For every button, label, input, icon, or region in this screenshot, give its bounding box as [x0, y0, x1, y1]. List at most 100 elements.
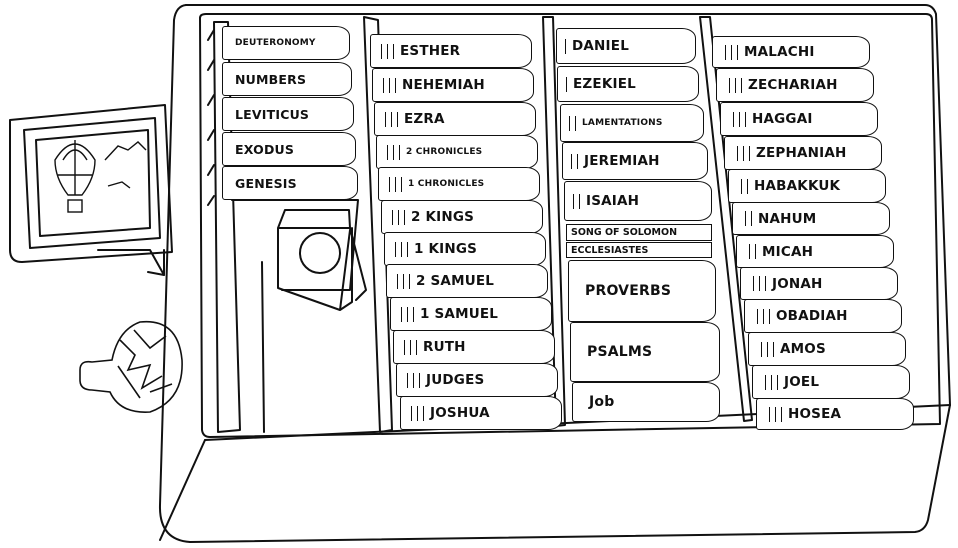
- spine-bands: [749, 244, 756, 259]
- spine-bands: [397, 274, 410, 289]
- book-ecclesiastes: ECCLESIASTES: [566, 242, 712, 258]
- book-leviticus: LEVITICUS: [222, 97, 354, 131]
- book-psalms: PSALMS: [570, 322, 720, 382]
- book-title: JOEL: [784, 374, 819, 390]
- book-title: EXODUS: [235, 142, 294, 157]
- book-title: DANIEL: [572, 38, 629, 54]
- spine-bands: [745, 211, 752, 226]
- book-exodus: EXODUS: [222, 132, 356, 166]
- book-title: EZEKIEL: [573, 76, 636, 92]
- spine-bands: [385, 112, 398, 127]
- book-title: ZECHARIAH: [748, 77, 838, 93]
- book-2-kings: 2 KINGS: [381, 200, 543, 234]
- book-micah: MICAH: [736, 235, 894, 268]
- spine-bands: [753, 276, 766, 291]
- book-joel: JOEL: [752, 365, 910, 399]
- book-title: ZEPHANIAH: [756, 145, 847, 161]
- book-zechariah: ZECHARIAH: [716, 68, 874, 102]
- book-title: LEVITICUS: [235, 107, 309, 122]
- book-title: NUMBERS: [235, 72, 306, 87]
- book-title: JOSHUA: [430, 405, 490, 421]
- book-ezekiel: EZEKIEL: [557, 66, 699, 102]
- book-title: LAMENTATIONS: [582, 118, 663, 128]
- book-amos: AMOS: [748, 332, 906, 366]
- book-title: AMOS: [780, 341, 826, 357]
- book-title: JEREMIAH: [584, 153, 660, 169]
- book-title: HABAKKUK: [754, 178, 840, 194]
- spine-bands: [729, 78, 742, 93]
- book-esther: ESTHER: [370, 34, 532, 68]
- book-jonah: JONAH: [740, 267, 898, 300]
- spine-bands: [737, 146, 750, 161]
- vase-icon: [80, 322, 182, 413]
- book-haggai: HAGGAI: [720, 102, 878, 136]
- book-1-samuel: 1 SAMUEL: [390, 297, 552, 331]
- book-title: RUTH: [423, 339, 466, 355]
- book-title: HAGGAI: [752, 111, 813, 127]
- book-habakkuk: HABAKKUK: [728, 169, 886, 203]
- spine-bands: [407, 373, 420, 388]
- spine-bands: [765, 375, 778, 390]
- left-slot-line: [262, 262, 264, 432]
- spine-bands: [733, 112, 746, 127]
- book-title: PROVERBS: [585, 283, 671, 299]
- book-deuteronomy: DEUTERONOMY: [222, 26, 350, 60]
- book-title: JUDGES: [426, 372, 484, 388]
- book-1-chronicles: 1 CHRONICLES: [378, 167, 540, 201]
- spine-bands: [411, 406, 424, 421]
- book-joshua: JOSHUA: [400, 396, 562, 430]
- book-title: NEHEMIAH: [402, 77, 485, 93]
- book-title: 1 SAMUEL: [420, 306, 498, 322]
- book-ruth: RUTH: [393, 330, 555, 364]
- book-title: Job: [589, 394, 614, 410]
- book-title: DEUTERONOMY: [235, 38, 316, 48]
- book-proverbs: PROVERBS: [568, 260, 716, 322]
- spine-bands: [573, 194, 580, 209]
- book-isaiah: ISAIAH: [564, 181, 712, 221]
- cabinet-front-left: [160, 440, 205, 540]
- spine-bands: [387, 145, 400, 160]
- spine-bands: [571, 154, 578, 169]
- book-2-chronicles: 2 CHRONICLES: [376, 135, 538, 169]
- spine-bands: [395, 242, 408, 257]
- book-title: NAHUM: [758, 211, 816, 227]
- balloon-picture-icon: [55, 140, 146, 212]
- spine-bands: [741, 179, 748, 194]
- spine-bands: [757, 309, 770, 324]
- book-hosea: HOSEA: [756, 398, 914, 430]
- book-zephaniah: ZEPHANIAH: [724, 136, 882, 170]
- spine-bands: [769, 407, 782, 422]
- book-title: 2 CHRONICLES: [406, 147, 482, 157]
- spine-bands: [383, 78, 396, 93]
- book-title: ECCLESIASTES: [571, 245, 648, 256]
- book-obadiah: OBADIAH: [744, 299, 902, 333]
- book-genesis: GENESIS: [222, 166, 358, 200]
- book-nehemiah: NEHEMIAH: [372, 68, 534, 102]
- book-title: 1 KINGS: [414, 241, 477, 257]
- spine-bands: [569, 116, 576, 131]
- spine-bands: [566, 77, 567, 92]
- book-title: 2 KINGS: [411, 209, 474, 225]
- book-daniel: DANIEL: [556, 28, 696, 64]
- book-title: ESTHER: [400, 43, 460, 59]
- book-title: SONG OF SOLOMON: [571, 227, 677, 238]
- spine-bands: [389, 177, 402, 192]
- book-judges: JUDGES: [396, 363, 558, 397]
- book-title: MALACHI: [744, 44, 815, 60]
- book-title: JONAH: [772, 276, 823, 292]
- book-malachi: MALACHI: [712, 36, 870, 68]
- book-nahum: NAHUM: [732, 202, 890, 235]
- lamp-icon: [300, 233, 340, 273]
- lamp-box: [278, 210, 352, 310]
- book-title: HOSEA: [788, 406, 841, 422]
- book-1-kings: 1 KINGS: [384, 232, 546, 266]
- book-title: PSALMS: [587, 344, 652, 360]
- spine-bands: [381, 44, 394, 59]
- book-job: Job: [572, 382, 720, 422]
- book-title: ISAIAH: [586, 193, 639, 209]
- book-title: GENESIS: [235, 176, 297, 191]
- book-numbers: NUMBERS: [222, 62, 352, 96]
- spine-bands: [761, 342, 774, 357]
- book-song-of-solomon: SONG OF SOLOMON: [566, 224, 712, 241]
